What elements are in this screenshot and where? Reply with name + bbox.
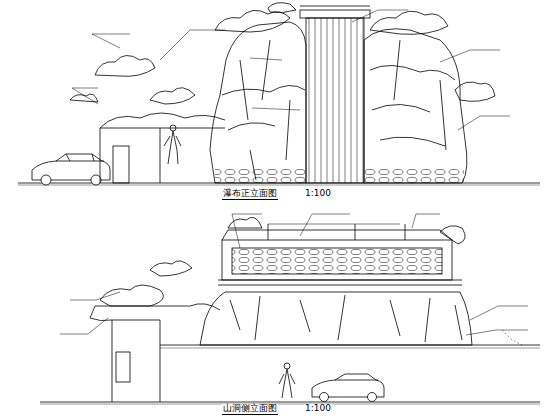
scale-label: 1:100 (304, 189, 332, 199)
view-title: 山洞侧立面图 (222, 404, 278, 415)
view-title: 瀑布正立面图 (222, 189, 278, 200)
scale-label: 1:100 (304, 404, 332, 414)
